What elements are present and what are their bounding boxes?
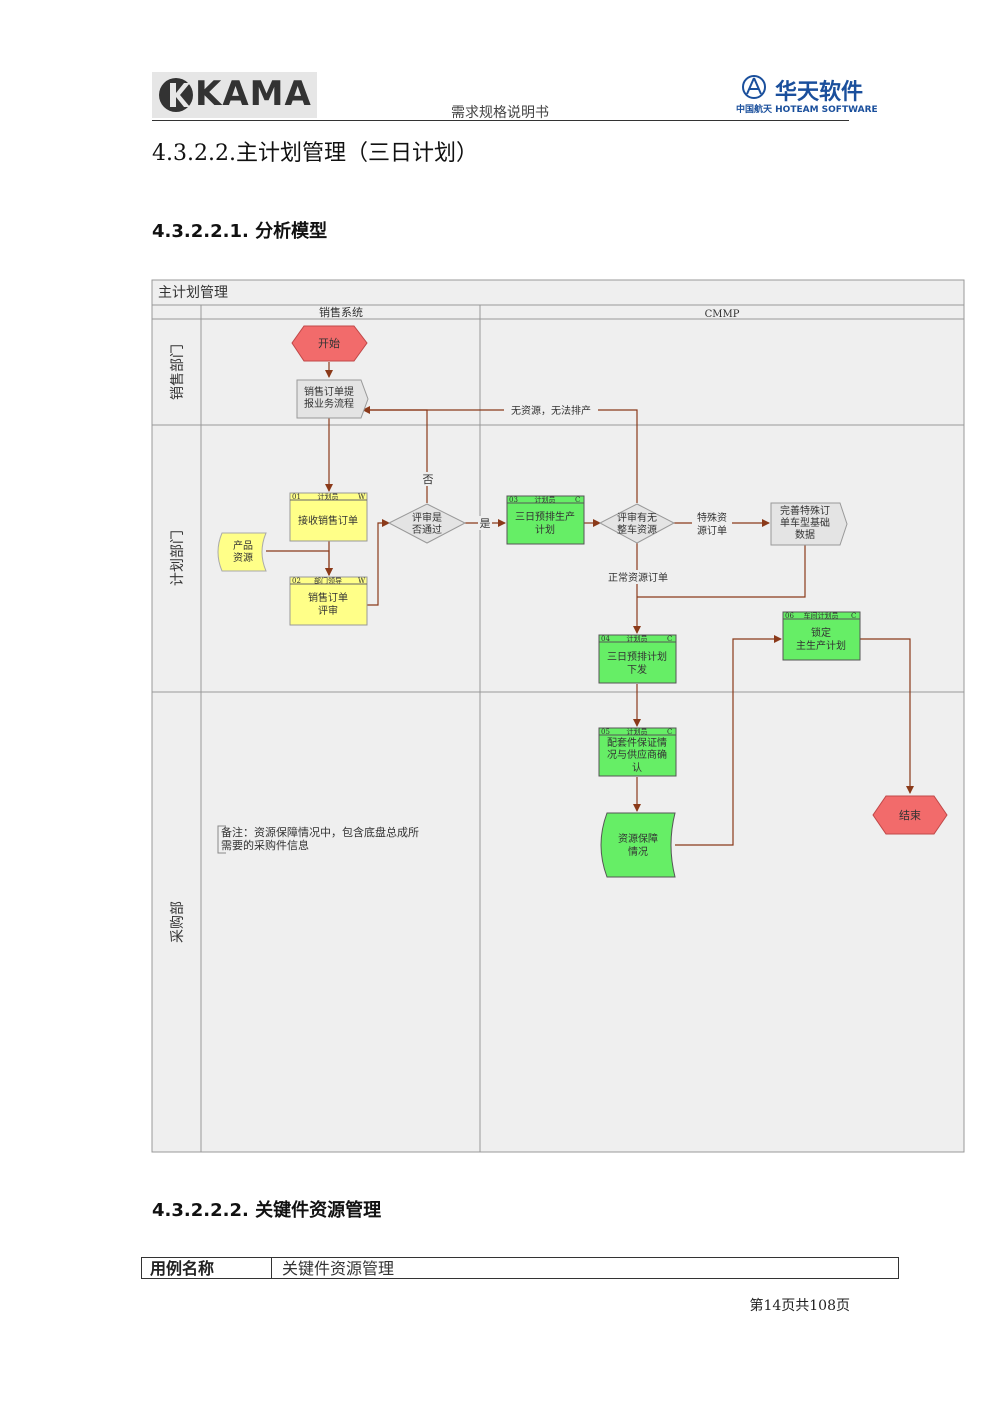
svg-text:资源: 资源 [233,551,253,564]
svg-text:车间计划员: 车间计划员 [804,611,839,620]
svg-text:06: 06 [785,612,794,620]
decision-review-passed [387,503,467,544]
svg-text:接收销售订单: 接收销售订单 [298,514,358,527]
hoteam-logo-icon [742,75,766,99]
edge-label-normal-order: 正常资源订单 [608,571,668,584]
start-label: 开始 [318,336,340,350]
svg-text:C: C [667,728,672,736]
svg-text:锁定: 锁定 [811,626,831,639]
svg-text:C: C [851,612,856,620]
lane-sales-dept: 销售部门 [170,344,186,400]
svg-text:计划员: 计划员 [318,492,339,501]
resource-guarantee-node [600,812,676,878]
svg-text:完善特殊订: 完善特殊订 [780,504,830,517]
task-06-lock-master-plan: 06 车间计划员 C 锁定 主生产计划 [782,611,861,661]
edge-label-special-2: 源订单 [697,524,727,537]
svg-text:否通过: 否通过 [412,523,442,536]
svg-text:销售订单: 销售订单 [308,591,348,604]
kama-logo-icon [159,78,193,112]
task-03-three-day-plan: 03 计划员 C 三日预排生产 计划 [506,495,585,545]
svg-text:单车型基础: 单车型基础 [780,516,830,529]
decision-vehicle-resource [598,503,676,544]
task-02-order-review: 02 部门领导 W 销售订单 评审 [289,576,368,626]
task-01-receive-order: 01 计划员 W 接收销售订单 [289,492,368,542]
svg-text:计划员: 计划员 [627,727,648,736]
subsection-title-analysis-model: 4.3.2.2.1. 分析模型 [152,221,328,242]
edge-label-no-resource: 无资源，无法排产 [511,404,591,417]
brand-subtitle: 中国航天 HOTEAM SOFTWARE [736,105,878,115]
task-04-plan-issue: 04 计划员 C 三日预排计划 下发 [598,634,677,684]
svg-text:04: 04 [601,635,610,643]
svg-text:评审有无: 评审有无 [617,511,657,524]
edge-t06-to-end [860,638,914,794]
usecase-name-label: 用例名称 [142,1258,272,1278]
brand-name: 华天软件 [775,80,864,105]
svg-text:计划员: 计划员 [627,634,648,643]
header-divider [152,120,849,121]
svg-text:03: 03 [509,496,518,504]
svg-text:整车资源: 整车资源 [617,523,657,536]
edge-t02-to-decision1 [367,519,390,606]
svg-text:评审: 评审 [318,604,338,617]
edge-resource-to-t06 [675,635,782,846]
diagram-title: 主计划管理 [158,285,228,301]
svg-text:三日预排计划: 三日预排计划 [607,650,667,663]
svg-text:计划员: 计划员 [535,495,556,504]
edge-label-yes: 是 [480,517,491,530]
page-number: 第14页共108页 [749,1298,850,1314]
svg-text:评审是: 评审是 [412,511,442,524]
special-order-data-node [770,502,848,546]
usecase-name-value: 关键件资源管理 [282,1259,395,1278]
edge-special-to-merge [637,545,806,598]
task-05-supplier-confirm: 05 计划员 C 配套件保证情 况与供应商确 认 [598,727,677,777]
end-node [872,795,948,835]
note-line-1: 备注：资源保障情况中，包含底盘总成所 [221,825,419,839]
svg-text:05: 05 [601,728,610,736]
svg-text:C: C [667,635,672,643]
svg-text:部门领导: 部门领导 [314,576,342,585]
kama-logo [152,72,317,118]
document-title: 需求规格说明书 [451,105,549,121]
edge-label-special-1: 特殊资 [697,511,727,524]
start-node [291,325,368,362]
svg-text:W: W [358,493,366,501]
svg-text:认: 认 [632,761,642,774]
svg-text:资源保障: 资源保障 [618,832,658,845]
svg-text:情况: 情况 [628,845,648,858]
usecase-table: 用例名称 关键件资源管理 [141,1257,899,1279]
product-resource-node [217,532,267,572]
svg-text:02: 02 [292,577,301,585]
edge-label-no: 否 [423,473,434,486]
lane-planning-dept: 计划部门 [170,530,186,586]
svg-text:况与供应商确: 况与供应商确 [607,748,667,761]
svg-text:C: C [575,496,580,504]
note-bracket [217,825,226,854]
svg-text:W: W [358,577,366,585]
svg-text:数据: 数据 [795,528,815,541]
svg-text:配套件保证情: 配套件保证情 [607,736,667,749]
section-title: 4.3.2.2.主计划管理（三日计划） [152,141,478,166]
subsection-title-key-parts: 4.3.2.2.2. 关键件资源管理 [152,1200,382,1221]
svg-text:01: 01 [292,493,301,501]
edge-decision2-no-resource [363,409,638,503]
svg-text:下发: 下发 [627,663,647,676]
flowchart-diagram: 主计划管理 销售系统 CMMP 销售部门 计划部门 采购部 无资源，无法排产 否… [151,279,965,1153]
sales-flow-node [296,379,369,419]
svg-text:主生产计划: 主生产计划 [796,639,846,652]
svg-text:计划: 计划 [535,523,555,536]
lane-procurement-dept: 采购部 [170,901,186,943]
note-line-2: 需要的采购件信息 [221,838,309,852]
column-sales-system: 销售系统 [319,305,363,319]
svg-text:销售订单提: 销售订单提 [304,385,354,398]
svg-text:三日预排生产: 三日预排生产 [515,510,575,523]
svg-text:产品: 产品 [233,539,253,552]
column-cmmp: CMMP [705,309,740,320]
end-label: 结束 [899,809,921,822]
svg-text:报业务流程: 报业务流程 [304,397,354,410]
kama-logo-text: KAMA [195,74,312,114]
